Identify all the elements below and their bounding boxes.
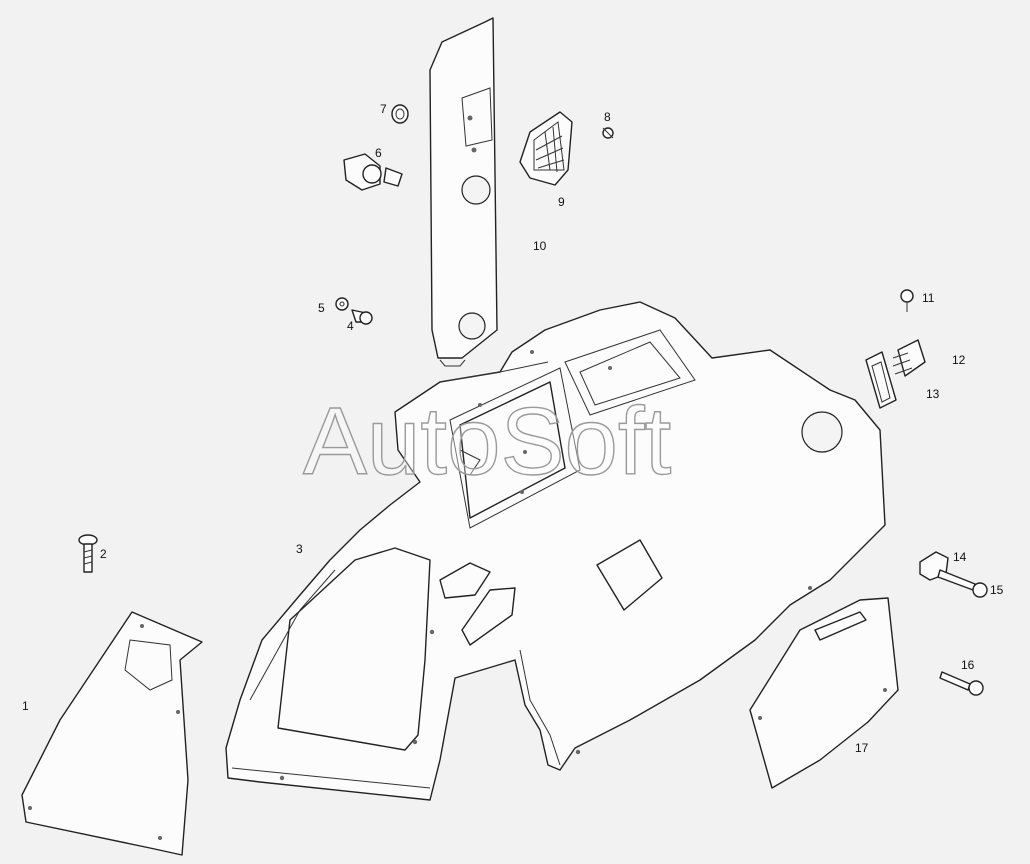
part-9-vent-grille — [519, 111, 573, 186]
part-3-dashboard-body — [225, 301, 886, 801]
part-11-screw — [900, 289, 914, 312]
callout-10: 10 — [533, 239, 547, 253]
callout-16: 16 — [961, 658, 975, 672]
callout-11: 11 — [922, 291, 935, 305]
callout-8: 8 — [604, 110, 611, 124]
callout-17: 17 — [855, 741, 869, 755]
callout-5: 5 — [318, 301, 325, 315]
part-5-washer — [335, 297, 349, 311]
callout-1: 1 — [22, 699, 29, 713]
callout-6: 6 — [375, 146, 382, 160]
callout-13: 13 — [926, 387, 940, 401]
part-2-bolt — [78, 534, 98, 573]
part-16-bolt — [939, 671, 984, 696]
part-12-switch-block — [892, 339, 926, 377]
callout-9: 9 — [558, 195, 565, 209]
callout-14: 14 — [953, 550, 967, 564]
part-17-lower-panel — [749, 597, 899, 789]
callout-3: 3 — [296, 542, 303, 556]
part-4-bolt — [351, 309, 373, 325]
autosoft-watermark: AutoSoft — [303, 388, 671, 495]
callout-15: 15 — [990, 583, 1004, 597]
part-10-vertical-panel — [429, 17, 498, 367]
part-1-side-panel — [21, 611, 203, 856]
part-8-screw — [602, 127, 614, 139]
callout-2: 2 — [100, 547, 107, 561]
callout-12: 12 — [952, 353, 966, 367]
callout-4: 4 — [347, 319, 354, 333]
part-13-frame — [865, 351, 897, 409]
part-15-bolt — [937, 569, 988, 598]
part-6-socket — [343, 153, 403, 191]
callout-7: 7 — [380, 102, 387, 116]
part-7-ring — [391, 104, 409, 124]
